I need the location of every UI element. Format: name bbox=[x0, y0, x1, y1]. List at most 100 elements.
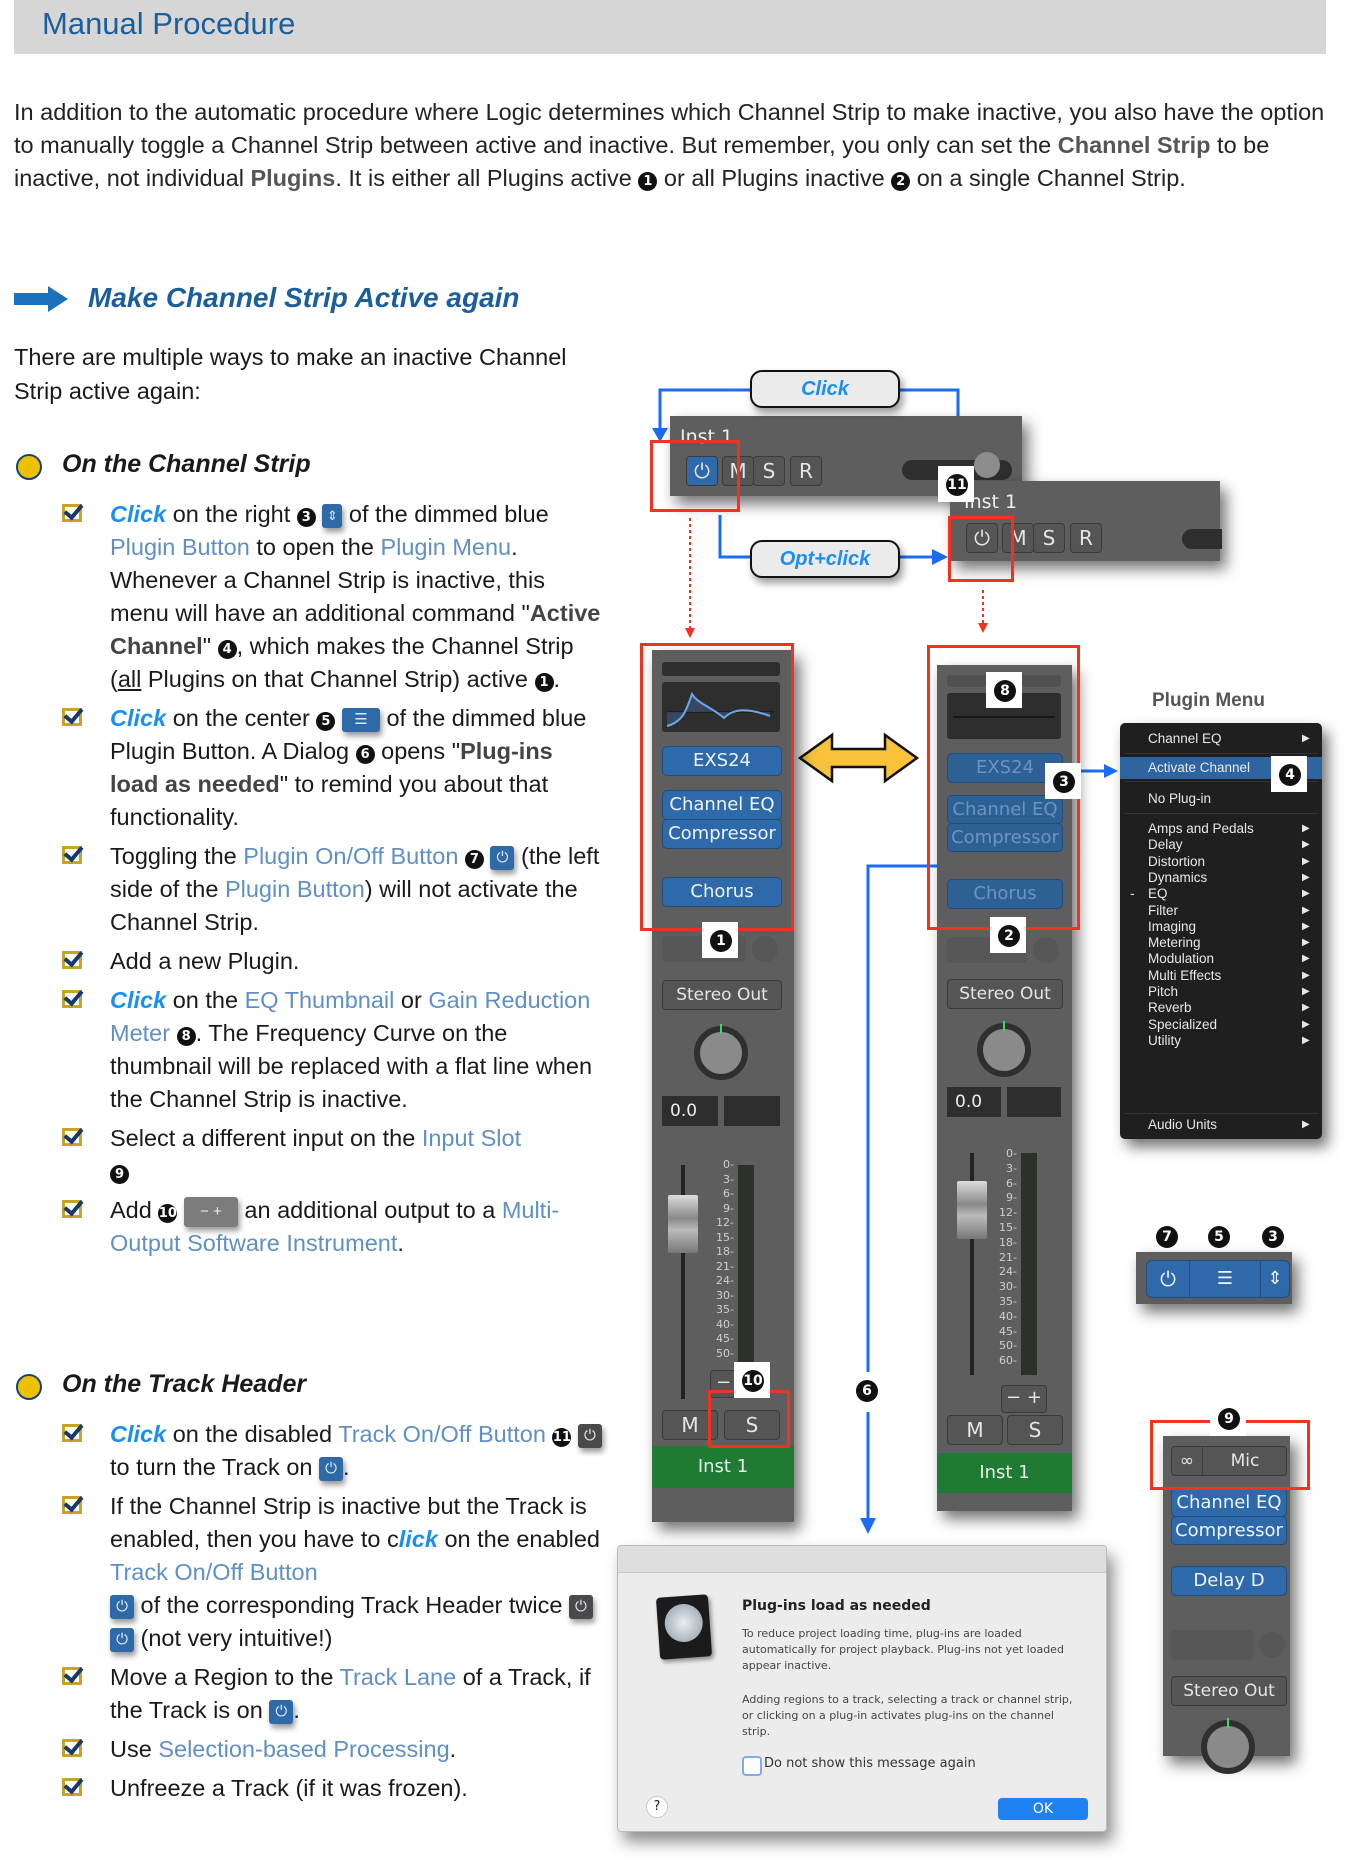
track-power-button[interactable]: ⏻ bbox=[686, 456, 718, 486]
link-plugin-button[interactable]: Plugin Button bbox=[110, 534, 250, 560]
record-button[interactable]: R bbox=[1070, 523, 1102, 553]
menu-item[interactable]: Delay▶ bbox=[1120, 837, 1322, 855]
plugin-slot[interactable]: Compressor bbox=[947, 823, 1063, 852]
text: . bbox=[293, 1697, 300, 1723]
link-track-onoff-button[interactable]: Track On/Off Button bbox=[110, 1559, 318, 1585]
output-slot[interactable]: Stereo Out bbox=[662, 980, 782, 1010]
menu-item[interactable]: Modulation▶ bbox=[1120, 951, 1322, 969]
gain-reduction-meter[interactable] bbox=[662, 662, 780, 676]
plugin-slot[interactable]: Delay D bbox=[1171, 1566, 1287, 1596]
pan-knob[interactable] bbox=[1201, 1718, 1255, 1774]
menu-item[interactable]: -EQ▶ bbox=[1120, 886, 1322, 904]
plugin-slot[interactable]: Chorus bbox=[662, 877, 782, 907]
text: . bbox=[449, 1736, 457, 1762]
menu-item[interactable]: Imaging▶ bbox=[1120, 919, 1322, 937]
mute-button[interactable]: M bbox=[947, 1415, 1003, 1445]
menu-item[interactable]: Utility▶ bbox=[1120, 1033, 1322, 1051]
solo-button[interactable]: S bbox=[724, 1410, 780, 1440]
highlight-box bbox=[708, 1390, 790, 1448]
eq-thumbnail[interactable] bbox=[662, 682, 780, 732]
output-slot[interactable]: Stereo Out bbox=[1171, 1676, 1287, 1706]
output-slot[interactable]: Stereo Out bbox=[947, 979, 1063, 1009]
input-slot[interactable]: ∞Mic bbox=[1171, 1446, 1287, 1476]
callout-tag: 4 bbox=[1271, 756, 1307, 792]
menu-item[interactable]: Dynamics▶ bbox=[1120, 870, 1322, 888]
text: (the left side of the bbox=[110, 843, 600, 902]
menu-item[interactable]: Amps and Pedals▶ bbox=[1120, 821, 1322, 839]
meter-scale-tick: 24- bbox=[716, 1274, 734, 1287]
send-slot[interactable] bbox=[1171, 1630, 1253, 1660]
link-eq-thumbnail[interactable]: EQ Thumbnail bbox=[244, 987, 395, 1013]
text: Add a new Plugin. bbox=[110, 948, 300, 974]
instrument-slot[interactable]: EXS24 bbox=[947, 753, 1063, 783]
do-not-show-checkbox[interactable] bbox=[742, 1756, 762, 1776]
track-power-button[interactable]: ⏻ bbox=[966, 523, 998, 553]
menu-item[interactable]: No Plug-in bbox=[1120, 791, 1322, 809]
volume-slider[interactable] bbox=[1182, 529, 1222, 549]
menu-item[interactable]: Distortion▶ bbox=[1120, 854, 1322, 872]
callout-9: 9 bbox=[110, 1165, 129, 1184]
meter-scale-tick: 35- bbox=[999, 1294, 1017, 1308]
plugin-slot[interactable]: Compressor bbox=[662, 819, 782, 849]
link-track-onoff-button[interactable]: Track On/Off Button bbox=[338, 1421, 546, 1447]
channel-name[interactable]: Inst 1 bbox=[652, 1446, 794, 1488]
plugin-slot[interactable]: Compressor bbox=[1171, 1516, 1287, 1545]
list-item: Select a different input on the Input Sl… bbox=[62, 1122, 602, 1188]
plugin-edit-button[interactable]: ☰ bbox=[1189, 1260, 1261, 1298]
text: of the dimmed blue bbox=[342, 501, 549, 527]
power-off-icon: ⏻ bbox=[568, 1595, 593, 1619]
link-plugin-button[interactable]: Plugin Button bbox=[224, 876, 365, 902]
pan-knob[interactable] bbox=[977, 1021, 1031, 1077]
add-output-button[interactable]: − + bbox=[1001, 1385, 1047, 1413]
link-plugin-onoff-button[interactable]: Plugin On/Off Button bbox=[243, 843, 459, 869]
volume-fader[interactable] bbox=[668, 1195, 698, 1253]
link-selection-based-processing[interactable]: Selection-based Processing bbox=[158, 1736, 450, 1762]
pan-knob[interactable] bbox=[694, 1024, 748, 1080]
click-label: Click bbox=[110, 987, 167, 1013]
menu-item-label: No Plug-in bbox=[1148, 791, 1212, 806]
plugin-button-detail: ⏻ ☰ ⇕ bbox=[1136, 1252, 1292, 1304]
menu-item[interactable]: Metering▶ bbox=[1120, 935, 1322, 953]
plugin-slot[interactable]: Channel EQ bbox=[1171, 1488, 1287, 1517]
solo-button[interactable]: S bbox=[753, 456, 785, 486]
solo-button[interactable]: S bbox=[1007, 1415, 1063, 1445]
meter-scale-tick: 3- bbox=[1006, 1161, 1017, 1175]
menu-item[interactable]: Multi Effects▶ bbox=[1120, 968, 1322, 986]
link-multi-output-instrument[interactable]: Multi-Output Software Instrument bbox=[110, 1197, 560, 1256]
link-plugin-menu[interactable]: Plugin Menu bbox=[380, 534, 512, 560]
record-button[interactable]: R bbox=[790, 456, 822, 486]
send-knob[interactable] bbox=[1033, 937, 1059, 963]
send-knob[interactable] bbox=[1259, 1632, 1285, 1658]
plugin-power-button[interactable]: ⏻ bbox=[1146, 1260, 1190, 1298]
callout-7: 7 bbox=[464, 850, 484, 869]
plugin-slot[interactable]: Chorus bbox=[947, 879, 1063, 909]
menu-item[interactable]: Channel EQ▶ bbox=[1120, 731, 1322, 749]
menu-item-label: Modulation bbox=[1148, 951, 1215, 967]
meter-scale-tick: 18- bbox=[999, 1235, 1017, 1249]
link-gain-reduction-meter[interactable]: Gain Reduction Meter bbox=[110, 987, 591, 1046]
ok-button[interactable]: OK bbox=[998, 1798, 1088, 1820]
optclick-label-box: Opt+click bbox=[750, 540, 900, 578]
menu-item[interactable]: Reverb▶ bbox=[1120, 1000, 1322, 1018]
meter-scale-tick: 12- bbox=[999, 1206, 1017, 1220]
peak-readout bbox=[724, 1096, 780, 1126]
menu-item-label: Filter bbox=[1148, 902, 1178, 918]
plugin-slot[interactable]: Channel EQ bbox=[662, 790, 782, 820]
instrument-slot[interactable]: EXS24 bbox=[662, 746, 782, 776]
menu-item[interactable]: Specialized▶ bbox=[1120, 1017, 1322, 1035]
link-track-lane[interactable]: Track Lane bbox=[339, 1664, 457, 1690]
solo-button[interactable]: S bbox=[1033, 523, 1065, 553]
plugin-slot[interactable]: Channel EQ bbox=[947, 795, 1063, 824]
callout-6: 6 bbox=[856, 1380, 878, 1402]
menu-item[interactable]: Pitch▶ bbox=[1120, 984, 1322, 1002]
menu-item[interactable]: Filter▶ bbox=[1120, 903, 1322, 921]
link-input-slot[interactable]: Input Slot bbox=[421, 1125, 522, 1151]
text: " bbox=[202, 633, 218, 659]
send-knob[interactable] bbox=[752, 936, 778, 962]
slider-knob[interactable] bbox=[974, 452, 1000, 478]
volume-fader[interactable] bbox=[957, 1181, 987, 1239]
menu-item[interactable]: Audio Units▶ bbox=[1120, 1117, 1322, 1135]
help-button[interactable]: ? bbox=[646, 1796, 668, 1818]
plugin-menu-button[interactable]: ⇕ bbox=[1260, 1260, 1290, 1298]
channel-name[interactable]: Inst 1 bbox=[937, 1453, 1072, 1493]
